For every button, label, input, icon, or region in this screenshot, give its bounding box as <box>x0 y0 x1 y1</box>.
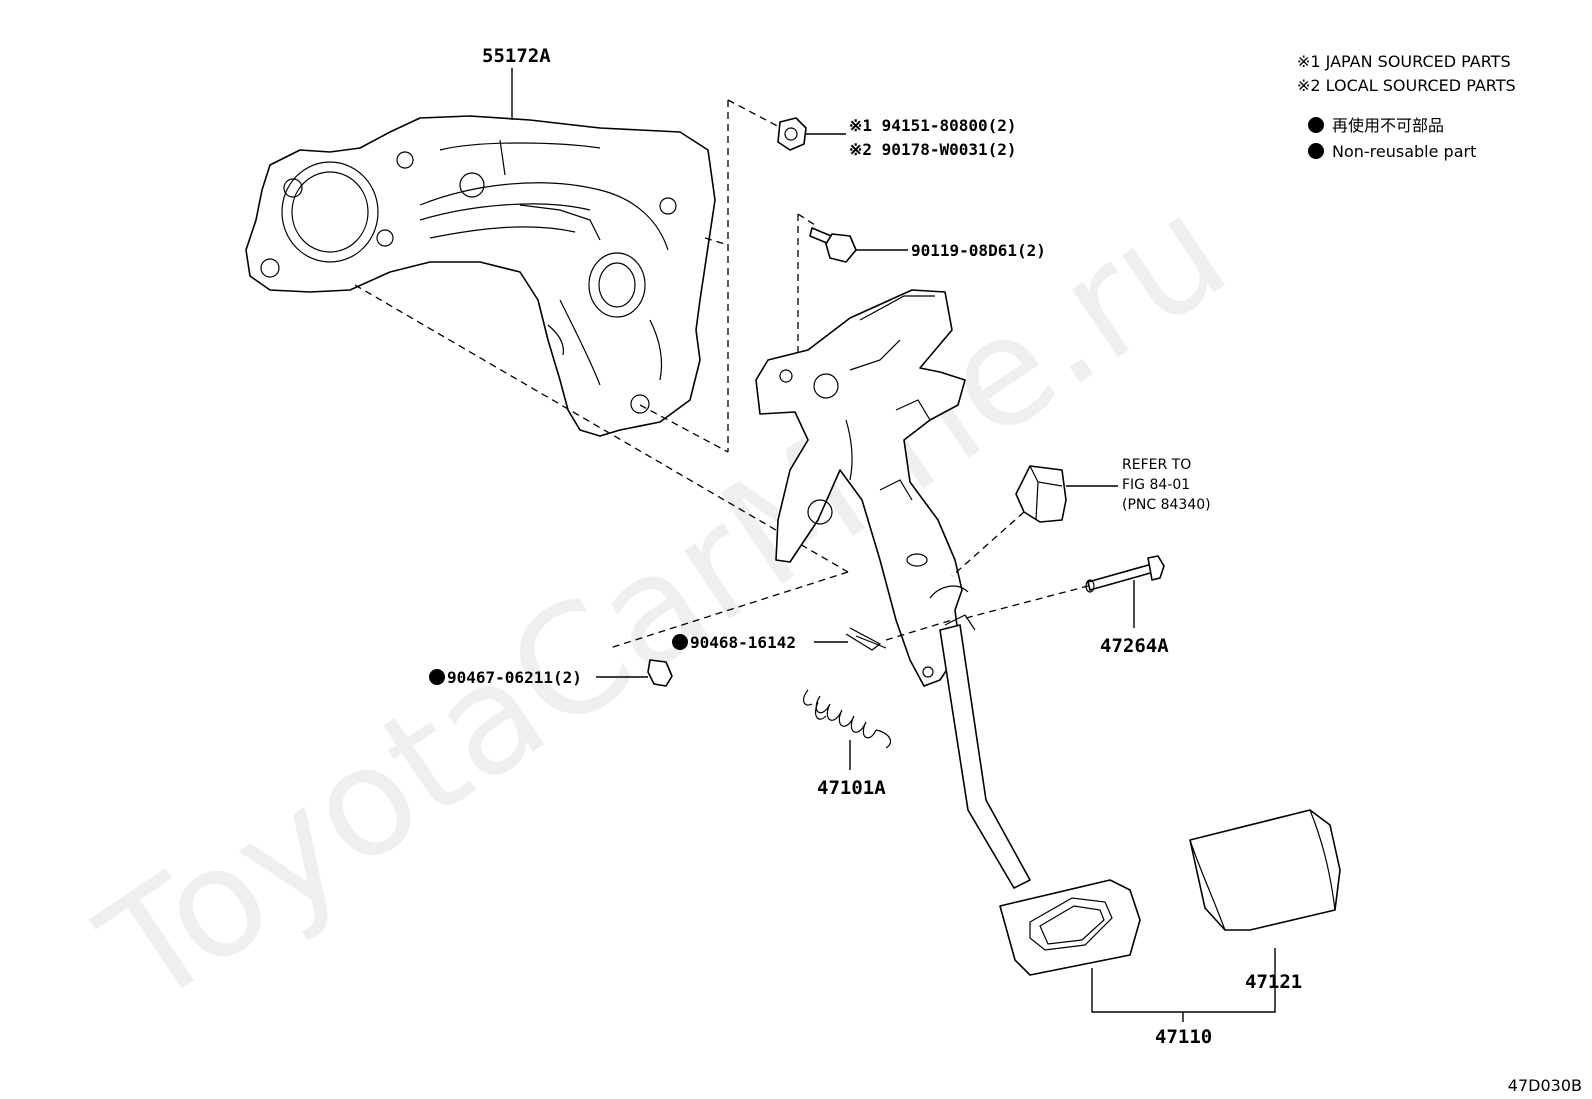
callout-47110: 47110 <box>1155 1026 1212 1048</box>
non-reusable-dot-icon <box>1308 117 1324 133</box>
stop-lamp-switch-drawing <box>1015 465 1067 523</box>
bracket-55172A-drawing <box>245 115 716 437</box>
spring-47101A-drawing <box>803 689 891 749</box>
refer-fig-text: FIG 84-01 <box>1122 477 1190 493</box>
non-reusable-dot-icon <box>672 634 688 650</box>
callout-94151-80800: ※1 94151-80800(2) <box>849 116 1017 135</box>
clip-90468-drawing <box>845 627 887 651</box>
callout-47264A: 47264A <box>1100 635 1169 657</box>
bolt-90119-drawing <box>809 227 857 263</box>
brake-pedal-drawing <box>939 624 1141 976</box>
legend-local-sourced: ※2 LOCAL SOURCED PARTS <box>1297 76 1516 95</box>
callout-90468-16142: 90468-16142 <box>690 633 796 652</box>
callout-90467-06211: 90467-06211(2) <box>447 668 582 687</box>
non-reusable-dot-icon <box>1308 143 1324 159</box>
pedal-pad-47121-drawing <box>1189 809 1341 931</box>
callout-47121: 47121 <box>1245 971 1302 993</box>
callout-47101A: 47101A <box>817 777 886 799</box>
non-reusable-dot-icon <box>429 669 445 685</box>
pedal-support-drawing <box>755 289 976 687</box>
legend-non-reusable-en: Non-reusable part <box>1332 142 1476 161</box>
nut-94151-drawing <box>777 117 807 151</box>
callout-90119-08D61: 90119-08D61(2) <box>911 241 1046 260</box>
callout-55172A: 55172A <box>482 45 551 67</box>
refer-pnc-text: (PNC 84340) <box>1122 497 1211 513</box>
pin-47264A-drawing <box>1085 555 1165 593</box>
legend: ※1 JAPAN SOURCED PARTS ※2 LOCAL SOURCED … <box>1297 52 1516 161</box>
legend-japan-sourced: ※1 JAPAN SOURCED PARTS <box>1297 52 1511 71</box>
callout-90178-W0031: ※2 90178-W0031(2) <box>849 140 1017 159</box>
legend-non-reusable-jp: 再使用不可部品 <box>1332 116 1444 135</box>
diagram-id: 47D030B <box>1508 1076 1582 1095</box>
clip-90467-drawing <box>647 659 673 687</box>
refer-to-text: REFER TO <box>1122 457 1191 473</box>
